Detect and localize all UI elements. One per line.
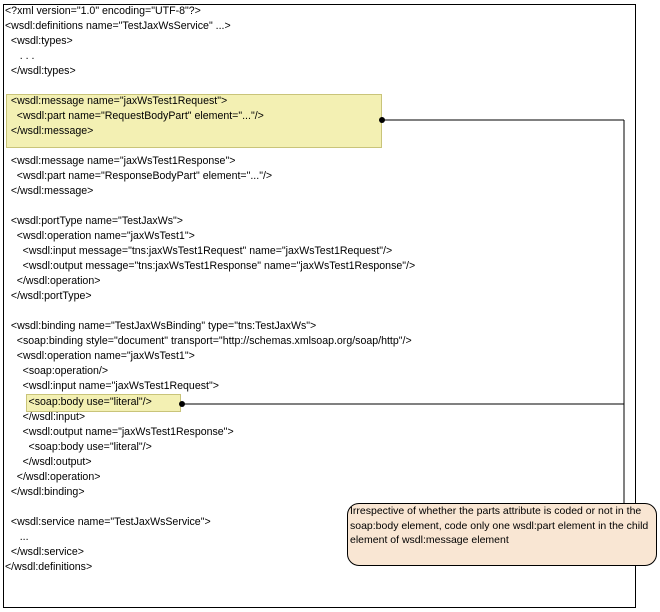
- diagram-frame: [3, 4, 636, 608]
- code-line: <wsdl:message name="jaxWsTest1Response">: [5, 155, 236, 167]
- code-line: <wsdl:output name="jaxWsTest1Response">: [5, 426, 234, 438]
- code-line: <?xml version="1.0" encoding="UTF-8"?>: [5, 5, 201, 17]
- code-line: <wsdl:binding name="TestJaxWsBinding" ty…: [5, 320, 317, 332]
- code-line: </wsdl:operation>: [5, 471, 101, 483]
- code-line: <soap:binding style="document" transport…: [5, 335, 412, 347]
- callout-note: Irrespective of whether the parts attrib…: [347, 503, 657, 566]
- code-line: </wsdl:types>: [5, 65, 76, 77]
- code-line: </wsdl:message>: [5, 185, 94, 197]
- code-line: <wsdl:service name="TestJaxWsService">: [5, 516, 211, 528]
- code-line: </wsdl:service>: [5, 546, 84, 558]
- code-line: <wsdl:portType name="TestJaxWs">: [5, 215, 183, 227]
- code-line: <wsdl:definitions name="TestJaxWsService…: [5, 20, 231, 32]
- code-line: <wsdl:operation name="jaxWsTest1">: [5, 350, 195, 362]
- code-line: . . .: [5, 50, 35, 62]
- code-line: <wsdl:part name="ResponseBodyPart" eleme…: [5, 170, 273, 182]
- code-line: </wsdl:operation>: [5, 275, 101, 287]
- code-line: </wsdl:binding>: [5, 486, 85, 498]
- code-line: <soap:body use="literal"/>: [5, 441, 152, 453]
- code-line: </wsdl:portType>: [5, 290, 92, 302]
- code-line: <wsdl:input name="jaxWsTest1Request">: [5, 380, 219, 392]
- code-line: <wsdl:message name="jaxWsTest1Request">: [5, 95, 228, 107]
- code-line: <wsdl:types>: [5, 35, 73, 47]
- code-line: </wsdl:input>: [5, 411, 86, 423]
- code-line: <soap:operation/>: [5, 365, 109, 377]
- code-line: <wsdl:operation name="jaxWsTest1">: [5, 230, 195, 242]
- code-line: ...: [5, 531, 29, 543]
- code-line: <wsdl:input message="tns:jaxWsTest1Reque…: [5, 245, 393, 257]
- code-line: <soap:body use="literal"/>: [5, 396, 152, 408]
- code-line: </wsdl:message>: [5, 125, 94, 137]
- code-line: <wsdl:part name="RequestBodyPart" elemen…: [5, 110, 264, 122]
- code-line: </wsdl:definitions>: [5, 561, 93, 573]
- callout-note-text: Irrespective of whether the parts attrib…: [350, 505, 649, 546]
- message-highlight: [6, 94, 382, 148]
- connector-dot-soap-body: [179, 401, 185, 407]
- connector-dot-message: [379, 117, 385, 123]
- code-line: </wsdl:output>: [5, 456, 92, 468]
- code-line: <wsdl:output message="tns:jaxWsTest1Resp…: [5, 260, 416, 272]
